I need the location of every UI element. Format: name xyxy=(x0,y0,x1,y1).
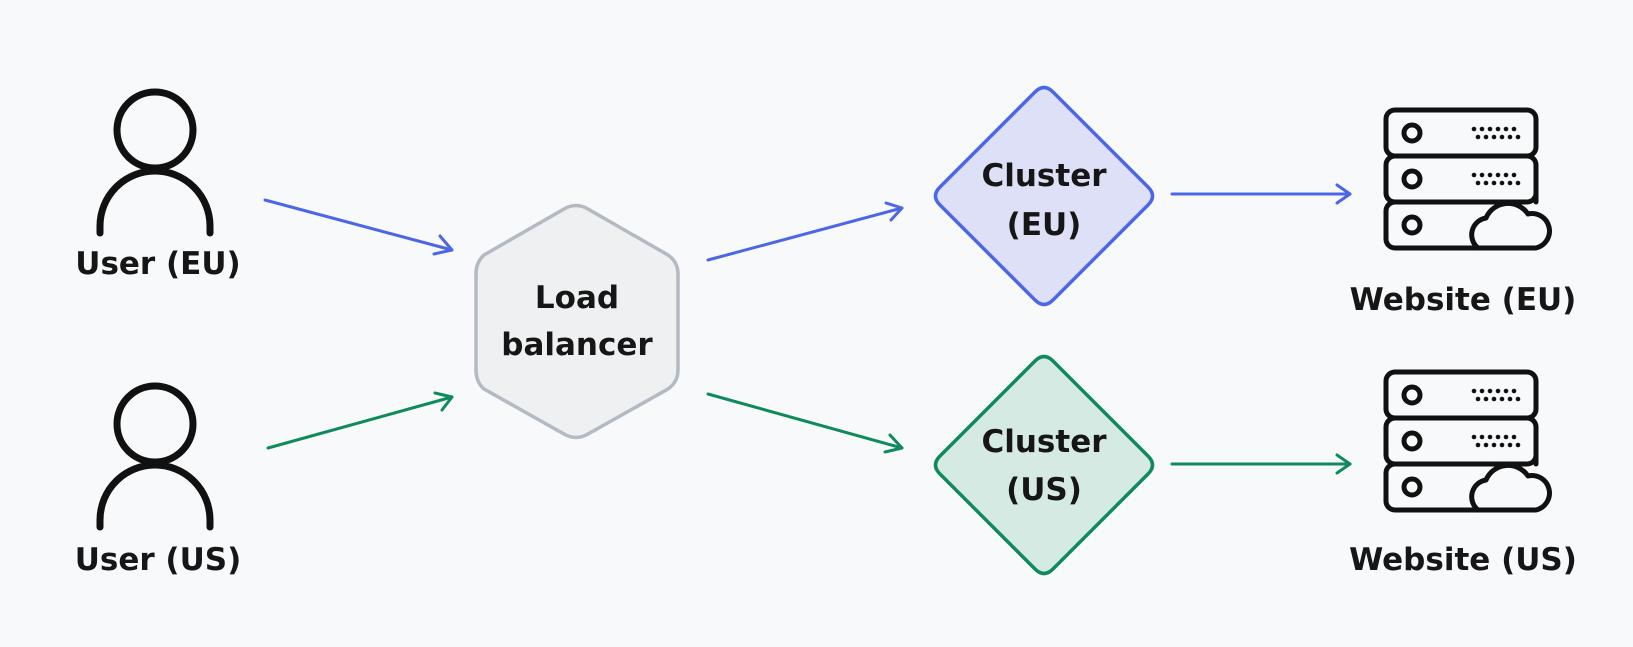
load-balancer-label-line2: balancer xyxy=(501,327,653,363)
arrow-load-balancer-to-cluster-eu xyxy=(706,201,904,262)
arrow-user-eu-to-load-balancer xyxy=(263,198,454,256)
website-eu-node: Website (EU) xyxy=(1350,110,1577,318)
website-us-node: Website (US) xyxy=(1349,372,1577,578)
cluster-us-diamond xyxy=(933,354,1155,576)
cluster-eu-node: Cluster (EU) xyxy=(933,85,1155,307)
cluster-us-label-line2: (US) xyxy=(1006,472,1082,508)
user-us-label: User (US) xyxy=(75,542,242,578)
user-eu-label: User (EU) xyxy=(75,246,240,282)
server-cloud-icon xyxy=(1386,372,1549,510)
load-balancer-node: Load balancer xyxy=(474,203,680,440)
arrow-cluster-us-to-website-us xyxy=(1170,453,1352,475)
cluster-us-label-line1: Cluster xyxy=(981,424,1107,460)
server-cloud-icon xyxy=(1386,110,1549,248)
load-balancer-hexagon xyxy=(474,203,680,440)
arrow-load-balancer-to-cluster-us xyxy=(706,392,904,454)
website-eu-label: Website (EU) xyxy=(1350,282,1577,318)
cluster-eu-label-line1: Cluster xyxy=(981,158,1107,194)
website-us-label: Website (US) xyxy=(1349,542,1577,578)
user-us-node: User (US) xyxy=(75,386,242,578)
user-eu-node: User (EU) xyxy=(75,92,241,282)
cluster-eu-label-line2: (EU) xyxy=(1007,207,1082,243)
cluster-us-node: Cluster (US) xyxy=(933,354,1155,576)
arrow-user-us-to-load-balancer xyxy=(266,391,454,450)
user-icon xyxy=(100,386,210,527)
arrow-cluster-eu-to-website-eu xyxy=(1170,183,1352,205)
cluster-eu-diamond xyxy=(933,85,1155,307)
user-icon xyxy=(100,92,210,233)
load-balancer-label-line1: Load xyxy=(535,280,619,316)
